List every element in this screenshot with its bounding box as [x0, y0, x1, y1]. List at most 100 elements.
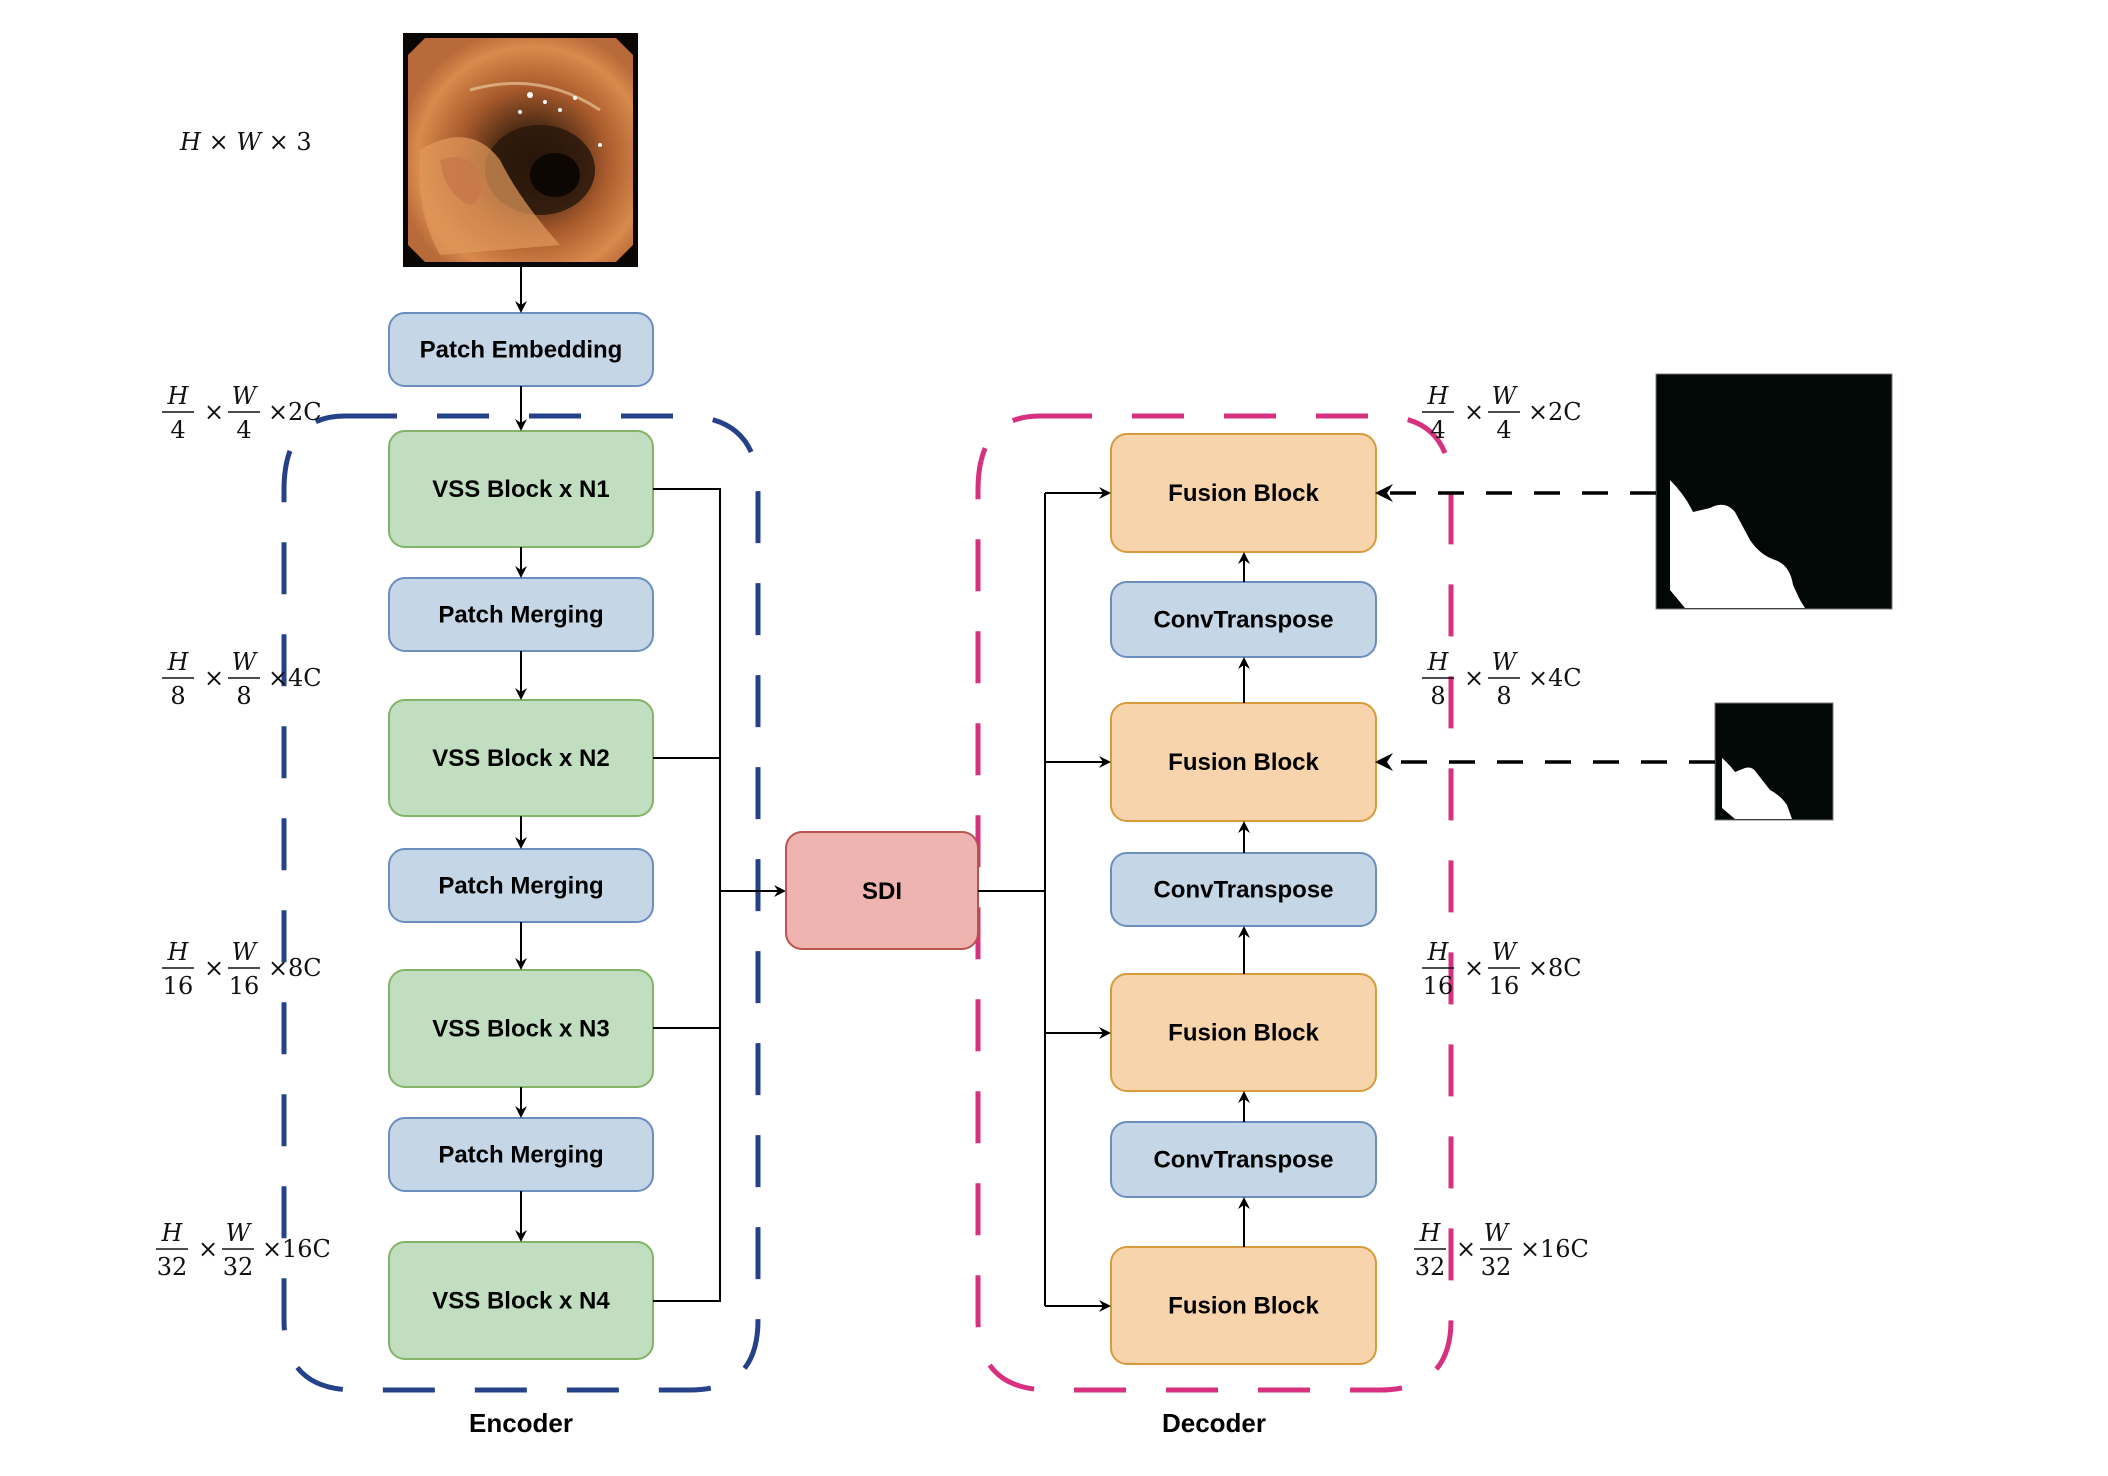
decoder-conv-block: ConvTranspose [1110, 1121, 1377, 1198]
decoder-block-label: Fusion Block [1168, 1293, 1319, 1320]
svg-text:4: 4 [1430, 416, 1445, 444]
decoder-dims-label: H4×W4×2C [1422, 382, 1582, 444]
mask-output-large [1655, 373, 1893, 610]
encoder-dims-label: H8×W8×4C [162, 648, 322, 710]
svg-text:×: × [204, 398, 224, 426]
encoder-block-label: VSS Block x N2 [432, 745, 609, 772]
decoder-fusion-block: Fusion Block [1110, 1246, 1377, 1365]
encoder-dims-label: H16×W16×8C [162, 938, 322, 1000]
encoder-block-label: Patch Merging [438, 602, 603, 629]
svg-text:16: 16 [163, 972, 194, 1000]
svg-text:32: 32 [1481, 1253, 1512, 1281]
svg-text:×: × [198, 1235, 218, 1263]
decoder-block-label: ConvTranspose [1153, 877, 1333, 904]
svg-text:8: 8 [236, 682, 251, 710]
svg-text:8C: 8C [288, 954, 322, 982]
svg-text:4C: 4C [288, 664, 322, 692]
svg-text:16: 16 [1423, 972, 1454, 1000]
encoder-label: Encoder [469, 1408, 573, 1438]
encoder-vss-block: VSS Block x N3 [388, 969, 654, 1088]
svg-text:16C: 16C [282, 1235, 331, 1263]
encoder-block-label: VSS Block x N1 [432, 476, 609, 503]
svg-text:16C: 16C [1540, 1235, 1589, 1263]
svg-text:32: 32 [223, 1253, 254, 1281]
encoder-patch-block: Patch Embedding [388, 312, 654, 387]
encoder-patch-block: Patch Merging [388, 577, 654, 652]
input-image [403, 33, 638, 267]
svg-text:W: W [226, 1219, 253, 1247]
decoder-conv-block: ConvTranspose [1110, 852, 1377, 927]
svg-text:H: H [167, 938, 190, 966]
svg-text:×: × [1528, 398, 1548, 426]
svg-text:×: × [1464, 398, 1484, 426]
svg-text:H: H [1427, 938, 1450, 966]
encoder-vss-block: VSS Block x N1 [388, 430, 654, 548]
svg-text:×: × [1528, 664, 1548, 692]
svg-text:W: W [1484, 1219, 1511, 1247]
svg-text:2C: 2C [1548, 398, 1582, 426]
svg-text:4: 4 [170, 416, 185, 444]
encoder-dims-label: H4×W4×2C [162, 382, 322, 444]
svg-text:W: W [1492, 648, 1519, 676]
svg-text:×: × [262, 1235, 282, 1263]
decoder-block-label: Fusion Block [1168, 1020, 1319, 1047]
sdi-outputs [978, 487, 1111, 1312]
decoder-block-label: Fusion Block [1168, 480, 1319, 507]
svg-text:×: × [268, 398, 288, 426]
svg-text:×: × [1528, 954, 1548, 982]
svg-text:H: H [1427, 382, 1450, 410]
svg-text:W: W [1492, 382, 1519, 410]
sdi-label: SDI [862, 878, 902, 905]
svg-text:×: × [1464, 954, 1484, 982]
encoder-block-label: Patch Merging [438, 1142, 603, 1169]
svg-text:H: H [1419, 1219, 1442, 1247]
decoder-fusion-block: Fusion Block [1110, 973, 1377, 1092]
encoder-patch-block: Patch Merging [388, 848, 654, 923]
encoder-dims-label: H32×W32×16C [156, 1219, 331, 1281]
svg-text:×: × [268, 664, 288, 692]
encoder-block-label: Patch Embedding [420, 337, 623, 364]
svg-text:4: 4 [236, 416, 251, 444]
svg-text:×: × [1520, 1235, 1540, 1263]
encoder-patch-block: Patch Merging [388, 1117, 654, 1192]
svg-text:W: W [1492, 938, 1519, 966]
svg-text:H: H [167, 648, 190, 676]
svg-text:32: 32 [157, 1253, 188, 1281]
decoder-fusion-block: Fusion Block [1110, 433, 1377, 553]
decoder-block-label: ConvTranspose [1153, 607, 1333, 634]
sdi-block: SDI [785, 831, 979, 950]
decoder-conv-block: ConvTranspose [1110, 581, 1377, 658]
svg-text:4: 4 [1496, 416, 1511, 444]
encoder-container [281, 413, 761, 1393]
svg-text:H: H [1427, 648, 1450, 676]
encoder-block-label: Patch Merging [438, 873, 603, 900]
decoder-dims-label: H32×W32×16C [1414, 1219, 1589, 1281]
svg-text:×: × [1464, 664, 1484, 692]
svg-text:×: × [268, 954, 288, 982]
svg-text:H: H [161, 1219, 184, 1247]
mask-output-small [1714, 702, 1834, 821]
svg-text:W: W [232, 648, 259, 676]
encoder-vss-block: VSS Block x N2 [388, 699, 654, 817]
decoder-block-label: ConvTranspose [1153, 1147, 1333, 1174]
decoder-block-label: Fusion Block [1168, 749, 1319, 776]
svg-text:16: 16 [229, 972, 260, 1000]
svg-text:W: W [232, 938, 259, 966]
svg-text:2C: 2C [288, 398, 322, 426]
svg-text:32: 32 [1415, 1253, 1446, 1281]
svg-text:8: 8 [170, 682, 185, 710]
encoder-skip-connections [653, 488, 786, 1302]
encoder-vss-block: VSS Block x N4 [388, 1241, 654, 1360]
svg-text:×: × [1456, 1235, 1476, 1263]
svg-text:8: 8 [1496, 682, 1511, 710]
decoder-label: Decoder [1162, 1408, 1266, 1438]
mask-supervision-arrows [1375, 484, 1715, 771]
encoder-block-label: VSS Block x N3 [432, 1016, 609, 1043]
svg-text:W: W [232, 382, 259, 410]
svg-text:8: 8 [1430, 682, 1445, 710]
decoder-fusion-block: Fusion Block [1110, 702, 1377, 822]
svg-text:16: 16 [1489, 972, 1520, 1000]
decoder-dims-label: H8×W8×4C [1422, 648, 1582, 710]
svg-text:×: × [204, 954, 224, 982]
